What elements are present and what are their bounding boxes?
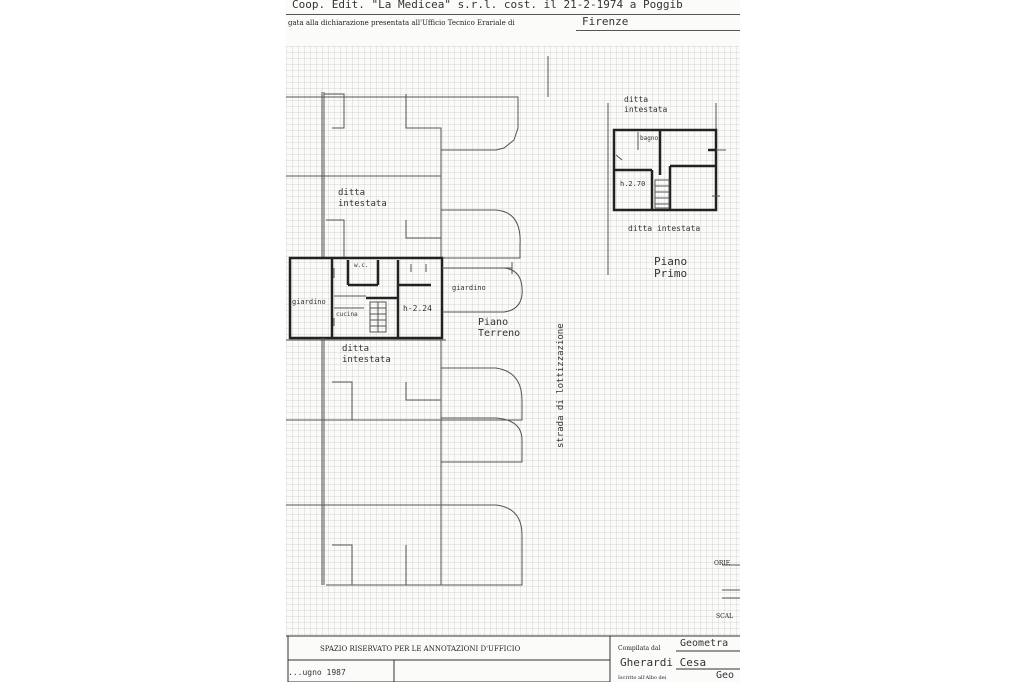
label-ditta-intestata-1: ditta intestata — [338, 188, 387, 209]
label-giardino-left: giardino — [292, 298, 326, 306]
header-rule — [286, 14, 740, 15]
footer-compiler-name: Gherardi Cesa — [620, 656, 707, 669]
footer-compilata-label: Compilata dal — [618, 645, 661, 652]
footer-compiler-title: Geometra — [680, 638, 729, 649]
footer-date-partial: ...ugno 1987 — [288, 668, 346, 677]
cadastral-sheet: Coop. Edit. "La Medicea" s.r.l. cost. il… — [286, 0, 740, 682]
label-strada-lottizzazione: strada di lottizzazione — [556, 323, 566, 448]
footer-iscritto-value: Geo — [716, 670, 735, 681]
label-giardino-right: giardino — [452, 284, 486, 292]
label-bagno: bagno — [640, 135, 659, 142]
label-ditta-intestata-first-top: ditta intestata — [624, 95, 668, 114]
label-orientamento: ORIE — [714, 560, 731, 567]
label-cucina: cucina — [336, 311, 358, 318]
label-wc: w.c. — [354, 262, 369, 269]
footer-reserved-title: SPAZIO RISERVATO PER LE ANNOTAZIONI D'UF… — [320, 645, 521, 653]
graph-paper-grid — [286, 46, 740, 636]
label-scala: SCAL — [716, 613, 734, 620]
footer-iscritto-label: Iscritto all'Albo dei — [618, 675, 667, 681]
header-city: Firenze — [582, 15, 629, 28]
label-height-first: h.2.70 — [620, 180, 646, 188]
label-ditta-intestata-first-bottom: ditta intestata — [628, 224, 701, 233]
label-piano-terreno: Piano Terreno — [478, 317, 521, 339]
header-city-rule — [576, 30, 740, 31]
header-handwritten-line: Coop. Edit. "La Medicea" s.r.l. cost. il… — [292, 0, 683, 11]
floor-plan-drawing — [286, 56, 740, 682]
header-printed-line: gata alla dichiarazione presentata all'U… — [288, 19, 515, 27]
label-height-ground: h-2.24 — [403, 304, 432, 313]
label-ditta-intestata-2: ditta intestata — [342, 344, 391, 365]
label-piano-primo: Piano Primo — [654, 255, 688, 280]
